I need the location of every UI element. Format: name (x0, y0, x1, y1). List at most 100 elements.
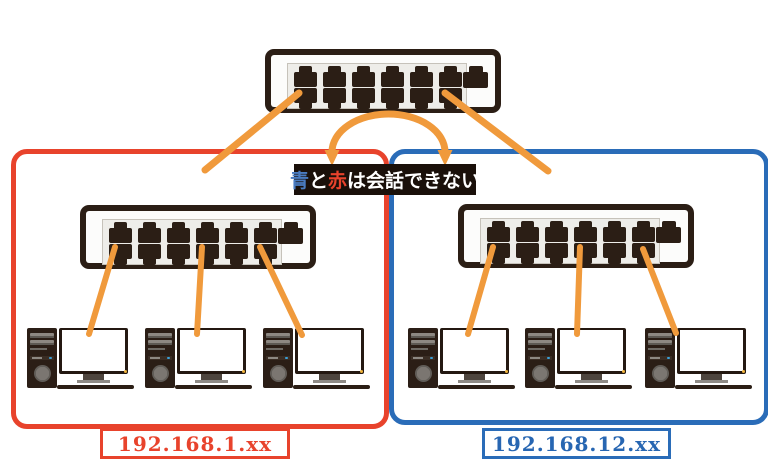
monitor-stand (201, 374, 222, 381)
note-label: 青と赤は会話できない (290, 164, 480, 195)
drive-bay (30, 340, 54, 345)
uplink-port-icon (463, 66, 488, 88)
monitor-base (575, 380, 608, 383)
switch-port-panel (287, 63, 467, 109)
arrowhead-left-icon (324, 150, 340, 166)
blue-subnet-text: 192.168.12.xx (491, 431, 662, 456)
fan-vent-icon (415, 365, 432, 382)
red-subnet-label: 192.168.1.xx (100, 428, 290, 459)
arrowhead-right-icon (437, 150, 453, 166)
io-panel (648, 356, 672, 360)
monitor-stand (581, 374, 602, 381)
cable-blue-pc1 (465, 244, 496, 337)
rj45-port-icon (439, 66, 462, 87)
io-panel (148, 356, 172, 360)
desk-bar (438, 385, 515, 389)
network-switch-red-group (80, 205, 316, 269)
drive-bay (148, 333, 172, 338)
io-panel (30, 356, 54, 360)
rj45-port-icon (294, 66, 317, 87)
power-led (360, 370, 363, 373)
computer-tower (408, 328, 438, 388)
monitor-stand (83, 374, 104, 381)
note-text-red: 赤 (328, 171, 348, 192)
rj45-port-icon (138, 222, 161, 243)
monitor (440, 328, 509, 374)
desktop-computer (263, 328, 370, 391)
desktop-computer (27, 328, 134, 391)
cable-red-pc2 (194, 244, 205, 337)
red-subnet-text: 192.168.1.xx (117, 431, 273, 456)
power-led (742, 370, 745, 373)
fan-vent-icon (652, 365, 669, 382)
drive-slot (528, 348, 545, 350)
monitor-base (195, 380, 228, 383)
cable-red-pc1 (86, 244, 118, 337)
rj45-port-icon (632, 221, 655, 242)
fan-vent-icon (34, 365, 51, 382)
monitor (295, 328, 364, 374)
computer-tower (27, 328, 57, 388)
desk-bar (675, 385, 752, 389)
network-switch-blue-group (458, 204, 694, 268)
computer-tower (263, 328, 293, 388)
desk-bar (555, 385, 632, 389)
switch-faceplate (86, 211, 310, 265)
monitor-screen (680, 330, 743, 371)
switch-port-panel (480, 218, 660, 264)
power-led (124, 370, 127, 373)
desk-bar (57, 385, 134, 389)
cable-top-to-red-group (201, 89, 303, 174)
drive-bay (648, 340, 672, 345)
drive-bay (30, 333, 54, 338)
desk-bar (293, 385, 370, 389)
drive-bay (648, 333, 672, 338)
drive-slot (411, 348, 428, 350)
fan-vent-icon (152, 365, 169, 382)
rj45-port-icon (574, 221, 597, 242)
io-panel (528, 356, 552, 360)
uplink-port-icon (278, 222, 303, 244)
note-text: は会話できない (347, 171, 481, 192)
monitor-screen (298, 330, 361, 371)
blocked-communication-arc (328, 110, 449, 156)
drive-bay (411, 333, 435, 338)
computer-tower (525, 328, 555, 388)
drive-slot (148, 348, 165, 350)
monitor (677, 328, 746, 374)
rj45-port-icon (254, 222, 277, 243)
rj45-port-icon (196, 222, 219, 243)
fan-vent-icon (532, 365, 549, 382)
red-group-box (11, 149, 389, 429)
note-text-blue: 青 (289, 171, 309, 192)
fan-vent-icon (270, 365, 287, 382)
monitor-screen (62, 330, 125, 371)
drive-bay (266, 333, 290, 338)
cable-top-to-blue-group (441, 89, 552, 175)
rj45-port-icon (109, 222, 132, 243)
rj45-port-icon (352, 66, 375, 87)
rj45-port-icon (323, 66, 346, 87)
note-text: と (308, 171, 328, 192)
rj45-port-icon (603, 221, 626, 242)
monitor-stand (701, 374, 722, 381)
drive-slot (30, 348, 47, 350)
power-led (505, 370, 508, 373)
power-led (242, 370, 245, 373)
rj45-port-icon (487, 221, 510, 242)
drive-bay (528, 340, 552, 345)
computer-tower (145, 328, 175, 388)
io-panel (266, 356, 290, 360)
cable-blue-pc2 (574, 244, 583, 337)
cable-red-pc3 (257, 244, 305, 338)
monitor (59, 328, 128, 374)
monitor (557, 328, 626, 374)
rj45-port-icon (545, 221, 568, 242)
desktop-computer (645, 328, 752, 391)
blue-group-box (389, 149, 768, 425)
blue-subnet-label: 192.168.12.xx (482, 428, 671, 459)
rj45-port-icon (167, 222, 190, 243)
monitor-base (695, 380, 728, 383)
